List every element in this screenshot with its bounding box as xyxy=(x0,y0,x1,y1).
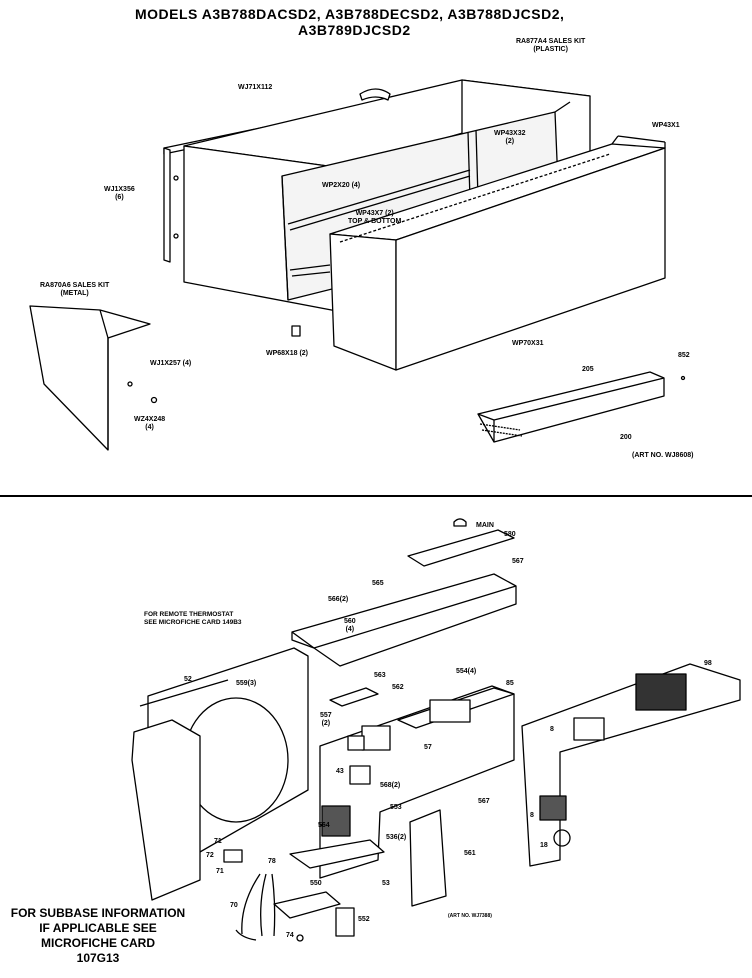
front-panel xyxy=(330,136,665,370)
label-552: 552 xyxy=(358,916,370,923)
label-art-no-lower: (ART NO. WJ7388) xyxy=(448,913,492,919)
metal-kit-bracket xyxy=(30,306,157,450)
label-205: 205 xyxy=(582,366,594,373)
label-wp70x31: WP70X31 xyxy=(512,340,544,347)
label-wp43x7: WP43X7 (2) TOP & BOTTOM xyxy=(348,210,402,225)
label-564: 564 xyxy=(318,822,330,829)
label-wp43x1: WP43X1 xyxy=(652,122,680,129)
label-560: 560 (4) xyxy=(344,618,356,633)
label-565: 565 xyxy=(372,580,384,587)
label-wj1x356: WJ1X356 (6) xyxy=(104,186,135,201)
label-567a: 567 xyxy=(512,558,524,565)
label-wp68x18: WP68X18 (2) xyxy=(266,350,309,357)
label-536: 536(2) xyxy=(386,834,407,841)
label-72: 72 xyxy=(206,852,214,859)
label-85: 85 xyxy=(506,680,514,687)
label-wz4x248: WZ4X248 (4) xyxy=(134,416,166,431)
models-title-line2: A3B789DJCSD2 xyxy=(298,22,411,38)
label-43: 43 xyxy=(336,768,344,775)
label-wj71x112: WJ71X112 xyxy=(238,84,273,91)
label-563: 563 xyxy=(374,672,386,679)
label-plastic-kit: RA877A4 SALES KIT (PLASTIC) xyxy=(516,38,586,53)
label-554: 554(4) xyxy=(456,668,477,675)
left-frame xyxy=(132,720,200,900)
right-chassis xyxy=(522,664,740,866)
label-580: 580 xyxy=(504,531,516,538)
label-18: 18 xyxy=(540,842,548,849)
cover-580 xyxy=(408,530,514,566)
label-71a: 71 xyxy=(214,838,222,845)
label-561: 561 xyxy=(464,850,476,857)
label-98: 98 xyxy=(704,660,712,667)
wp68x18-clip xyxy=(292,326,300,336)
remote-thermostat-note: FOR REMOTE THERMOSTAT SEE MICROFICHE CAR… xyxy=(144,611,242,626)
label-557: 557 (2) xyxy=(320,712,332,727)
label-550: 550 xyxy=(310,880,322,887)
label-main: MAIN xyxy=(476,522,494,529)
label-71b: 71 xyxy=(216,868,224,875)
label-559: 559(3) xyxy=(236,680,257,687)
label-wp43x32: WP43X32 (2) xyxy=(494,130,526,145)
label-8b: 8 xyxy=(530,812,534,819)
label-200: 200 xyxy=(620,434,632,441)
panel-561 xyxy=(410,810,446,906)
label-53: 53 xyxy=(382,880,390,887)
label-wj1x257: WJ1X257 (4) xyxy=(150,360,192,367)
label-568: 568(2) xyxy=(380,782,401,789)
label-wp2x20: WP2X20 (4) xyxy=(322,182,361,189)
label-8a: 8 xyxy=(550,726,554,733)
label-57: 57 xyxy=(424,744,432,751)
section-divider xyxy=(0,495,752,497)
label-562: 562 xyxy=(392,684,404,691)
base-rail xyxy=(478,372,685,442)
label-566: 566(2) xyxy=(328,596,349,603)
label-art-no-upper: (ART NO. WJ8608) xyxy=(632,452,694,459)
label-74: 74 xyxy=(286,932,294,939)
subbase-note: FOR SUBBASE INFORMATION IF APPLICABLE SE… xyxy=(10,906,186,965)
label-553: 553 xyxy=(390,804,402,811)
label-78: 78 xyxy=(268,858,276,865)
label-52: 52 xyxy=(184,676,192,683)
main-knob xyxy=(454,519,466,526)
label-852: 852 xyxy=(678,352,690,359)
models-title-line1: MODELS A3B788DACSD2, A3B788DECSD2, A3B78… xyxy=(135,6,565,22)
label-567b: 567 xyxy=(478,798,490,805)
label-metal-kit: RA870A6 SALES KIT (METAL) xyxy=(40,282,110,297)
label-70: 70 xyxy=(230,902,238,909)
